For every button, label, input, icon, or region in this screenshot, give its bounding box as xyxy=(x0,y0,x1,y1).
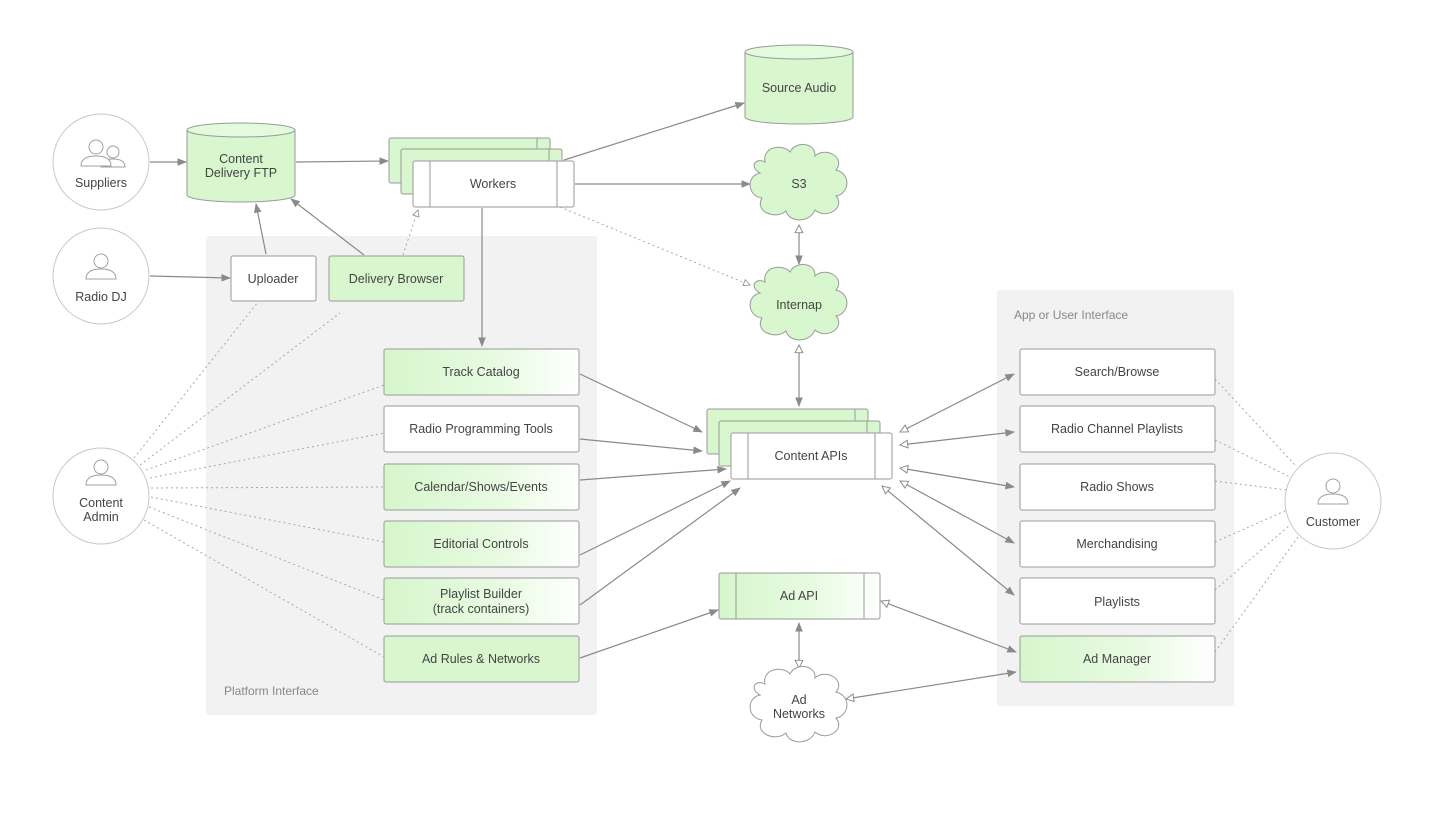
s3-cloud[interactable]: S3 xyxy=(749,144,848,221)
customer-label: Customer xyxy=(1306,515,1360,529)
dotted-connectors xyxy=(133,206,1299,658)
track-catalog-label: Track Catalog xyxy=(442,365,519,379)
workers-label: Workers xyxy=(470,177,516,191)
editorial-controls-label: Editorial Controls xyxy=(433,537,528,551)
editorial-controls-box[interactable]: Editorial Controls xyxy=(383,520,580,568)
ad-networks-cloud[interactable]: Ad Networks xyxy=(749,666,848,743)
content-admin-label-line2: Admin xyxy=(83,510,118,524)
playlist-builder-label-line2: (track containers) xyxy=(433,602,530,616)
solid-connectors xyxy=(149,101,1016,699)
ad-api-service[interactable]: Ad API xyxy=(718,572,881,620)
merchandising-label: Merchandising xyxy=(1076,537,1157,551)
actor-customer[interactable]: Customer xyxy=(1284,452,1382,550)
calendar-shows-events-box[interactable]: Calendar/Shows/Events xyxy=(383,463,580,511)
radio-programming-tools-box[interactable]: Radio Programming Tools xyxy=(383,405,580,453)
radio-dj-label: Radio DJ xyxy=(75,290,126,304)
delivery-browser-label: Delivery Browser xyxy=(349,272,443,286)
radio-channel-playlists-box[interactable]: Radio Channel Playlists xyxy=(1019,405,1216,453)
source-audio-label: Source Audio xyxy=(762,81,836,95)
actor-suppliers[interactable]: Suppliers xyxy=(52,113,150,211)
search-browse-label: Search/Browse xyxy=(1075,365,1160,379)
source-audio-store[interactable]: Source Audio xyxy=(744,44,854,125)
radio-programming-tools-label: Radio Programming Tools xyxy=(409,422,553,436)
playlists-label: Playlists xyxy=(1094,595,1140,609)
workers-service[interactable]: Workers xyxy=(388,137,575,208)
radio-shows-box[interactable]: Radio Shows xyxy=(1019,463,1216,511)
person-icon xyxy=(85,459,117,486)
playlist-builder-label-line1: Playlist Builder xyxy=(440,587,522,601)
ad-manager-label: Ad Manager xyxy=(1083,652,1151,666)
content-ftp-label-line2: Delivery FTP xyxy=(205,166,277,180)
ad-networks-label-line2: Networks xyxy=(773,707,825,721)
track-catalog-box[interactable]: Track Catalog xyxy=(383,348,580,396)
radio-channel-playlists-label: Radio Channel Playlists xyxy=(1051,422,1183,436)
content-apis-service[interactable]: Content APIs xyxy=(706,408,893,480)
calendar-label: Calendar/Shows/Events xyxy=(414,480,547,494)
content-ftp-label-line1: Content xyxy=(219,152,263,166)
actor-radio-dj[interactable]: Radio DJ xyxy=(52,227,150,325)
merchandising-box[interactable]: Merchandising xyxy=(1019,520,1216,568)
ad-rules-label: Ad Rules & Networks xyxy=(422,652,540,666)
ad-rules-networks-box[interactable]: Ad Rules & Networks xyxy=(383,635,580,683)
person-icon xyxy=(1317,478,1349,505)
actor-content-admin[interactable]: Content Admin xyxy=(52,447,150,545)
search-browse-box[interactable]: Search/Browse xyxy=(1019,348,1216,396)
s3-label: S3 xyxy=(791,177,806,191)
group-people-icon xyxy=(80,139,126,168)
ad-manager-box[interactable]: Ad Manager xyxy=(1019,635,1216,683)
playlists-box[interactable]: Playlists xyxy=(1019,577,1216,625)
person-icon xyxy=(85,253,117,280)
playlist-builder-box[interactable]: Playlist Builder (track containers) xyxy=(383,577,580,625)
ad-networks-label-line1: Ad xyxy=(791,693,806,707)
internap-label: Internap xyxy=(776,298,822,312)
content-admin-label-line1: Content xyxy=(79,496,123,510)
app-interface-label: App or User Interface xyxy=(1014,308,1128,322)
ad-api-label: Ad API xyxy=(780,589,818,603)
content-delivery-ftp-store[interactable]: Content Delivery FTP xyxy=(186,122,296,203)
radio-shows-label: Radio Shows xyxy=(1080,480,1154,494)
delivery-browser-box[interactable]: Delivery Browser xyxy=(328,255,465,302)
uploader-box[interactable]: Uploader xyxy=(230,255,317,302)
suppliers-label: Suppliers xyxy=(75,176,127,190)
platform-interface-label: Platform Interface xyxy=(224,684,319,698)
uploader-label: Uploader xyxy=(248,272,299,286)
content-apis-label: Content APIs xyxy=(775,449,848,463)
internap-cloud[interactable]: Internap xyxy=(749,264,848,341)
